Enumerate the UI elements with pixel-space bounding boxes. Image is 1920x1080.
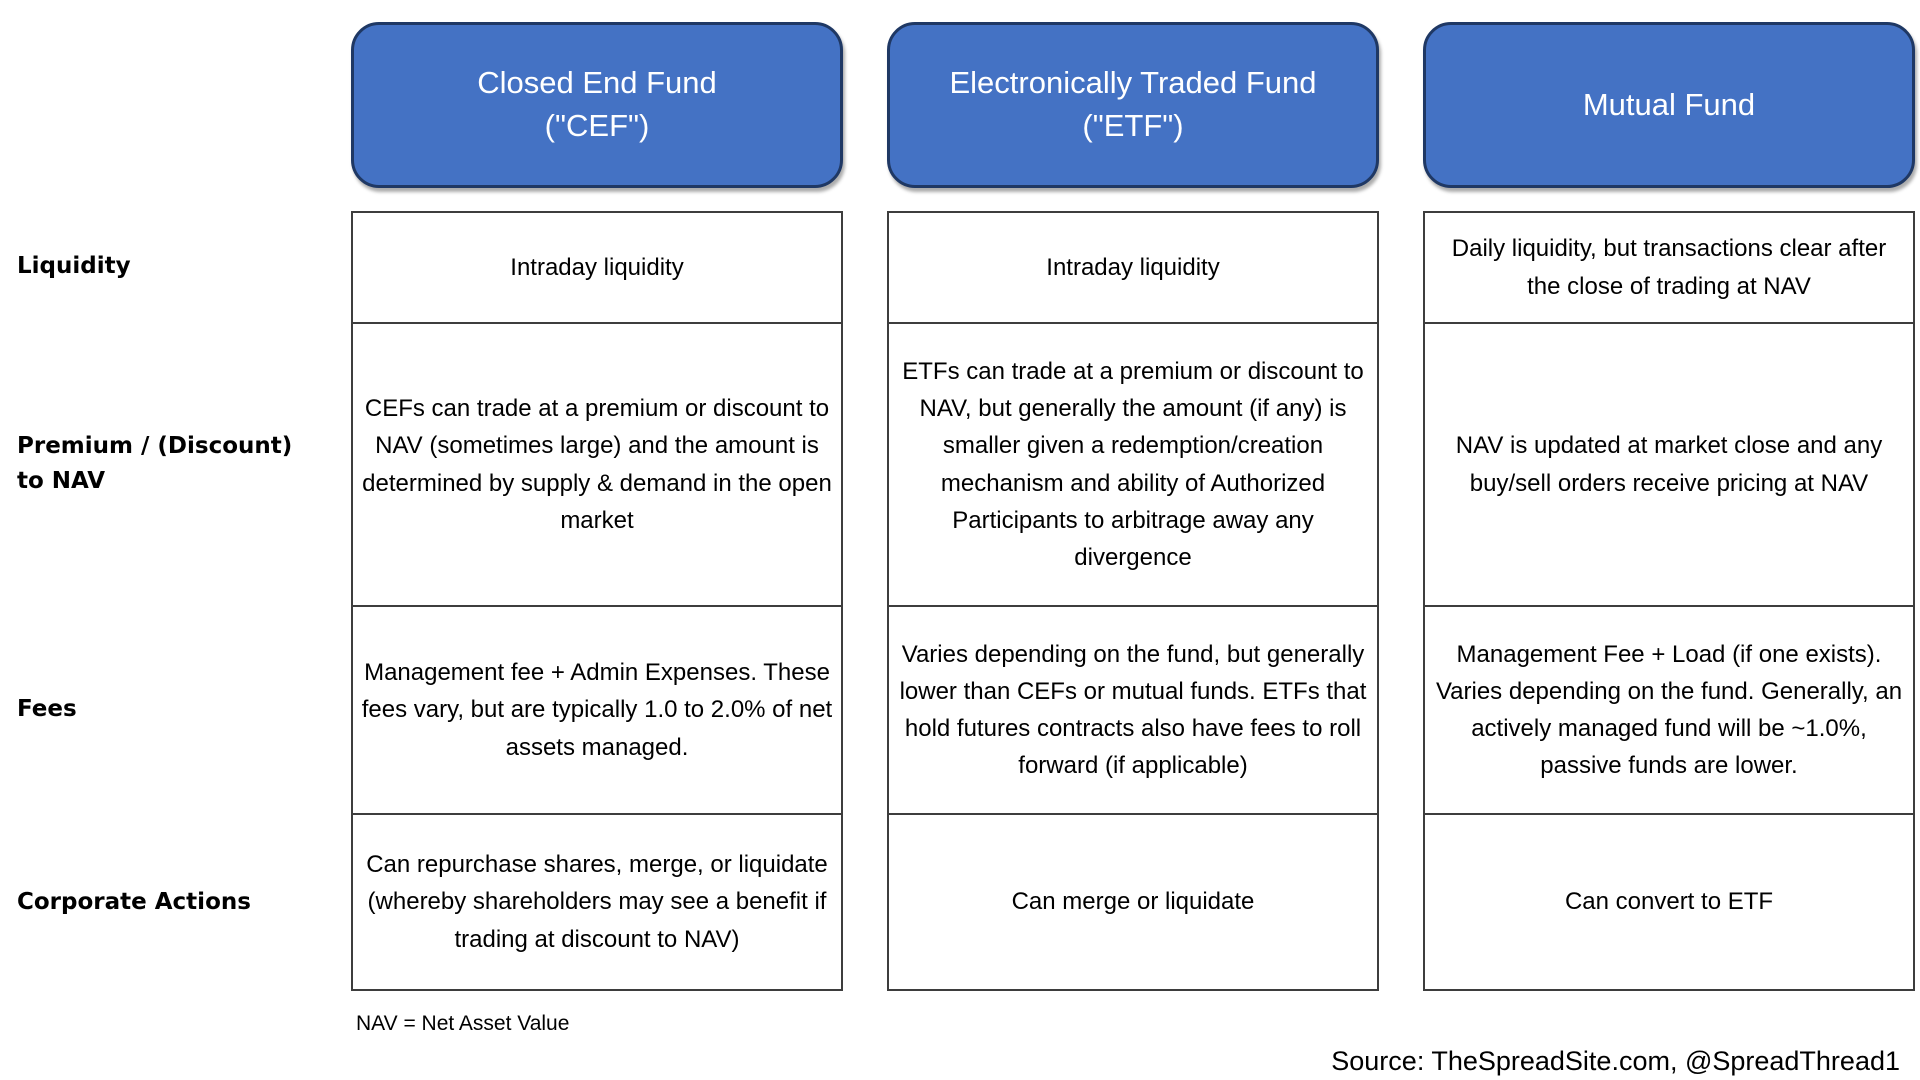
column-header-mutual-fund: Mutual Fund (1423, 22, 1915, 188)
column-cef: Intraday liquidity CEFs can trade at a p… (351, 211, 843, 991)
cell-cef-liquidity: Intraday liquidity (510, 253, 684, 281)
row-label-fees: Fees (17, 695, 77, 722)
column-header-cef-abbr: ("CEF") (544, 108, 650, 143)
cell-cef-fees: Management fee + Admin Expenses. These f… (353, 605, 841, 813)
row-label-corporate-actions: Corporate Actions (17, 888, 251, 915)
column-header-etf: Electronically Traded Fund ("ETF") (887, 22, 1379, 188)
cell-etf-fees: Varies depending on the fund, but genera… (889, 605, 1377, 813)
row-label-liquidity: Liquidity (17, 253, 131, 280)
row-label-premium-discount-to-nav: Premium / (Discount) to NAV (17, 433, 293, 494)
cell-cef-premium-discount: CEFs can trade at a premium or discount … (353, 322, 841, 605)
column-header-cef: Closed End Fund ("CEF") (351, 22, 843, 188)
column-etf: Intraday liquidity ETFs can trade at a p… (887, 211, 1379, 991)
cell-mutual-fund-liquidity: Daily liquidity, but transactions clear … (1451, 235, 1887, 300)
column-header-etf-abbr: ("ETF") (1082, 108, 1184, 143)
cell-etf-liquidity: Intraday liquidity (1046, 253, 1220, 281)
cell-etf-corporate-actions: Can merge or liquidate (889, 813, 1377, 989)
column-mutual-fund: Daily liquidity, but transactions clear … (1423, 211, 1915, 991)
source-attribution: Source: TheSpreadSite.com, @SpreadThread… (1331, 1046, 1900, 1076)
cell-mutual-fund-fees: Management Fee + Load (if one exists). V… (1425, 605, 1913, 813)
column-header-etf-title: Electronically Traded Fund (949, 65, 1317, 101)
nav-definition-footnote: NAV = Net Asset Value (356, 1012, 570, 1035)
column-header-cef-title: Closed End Fund (477, 65, 717, 101)
cell-mutual-fund-premium-discount: NAV is updated at market close and any b… (1425, 322, 1913, 605)
cell-cef-corporate-actions: Can repurchase shares, merge, or liquida… (353, 813, 841, 989)
column-header-mutual-fund-title: Mutual Fund (1582, 86, 1756, 122)
cell-mutual-fund-corporate-actions: Can convert to ETF (1425, 813, 1913, 989)
cell-etf-premium-discount: ETFs can trade at a premium or discount … (889, 322, 1377, 605)
